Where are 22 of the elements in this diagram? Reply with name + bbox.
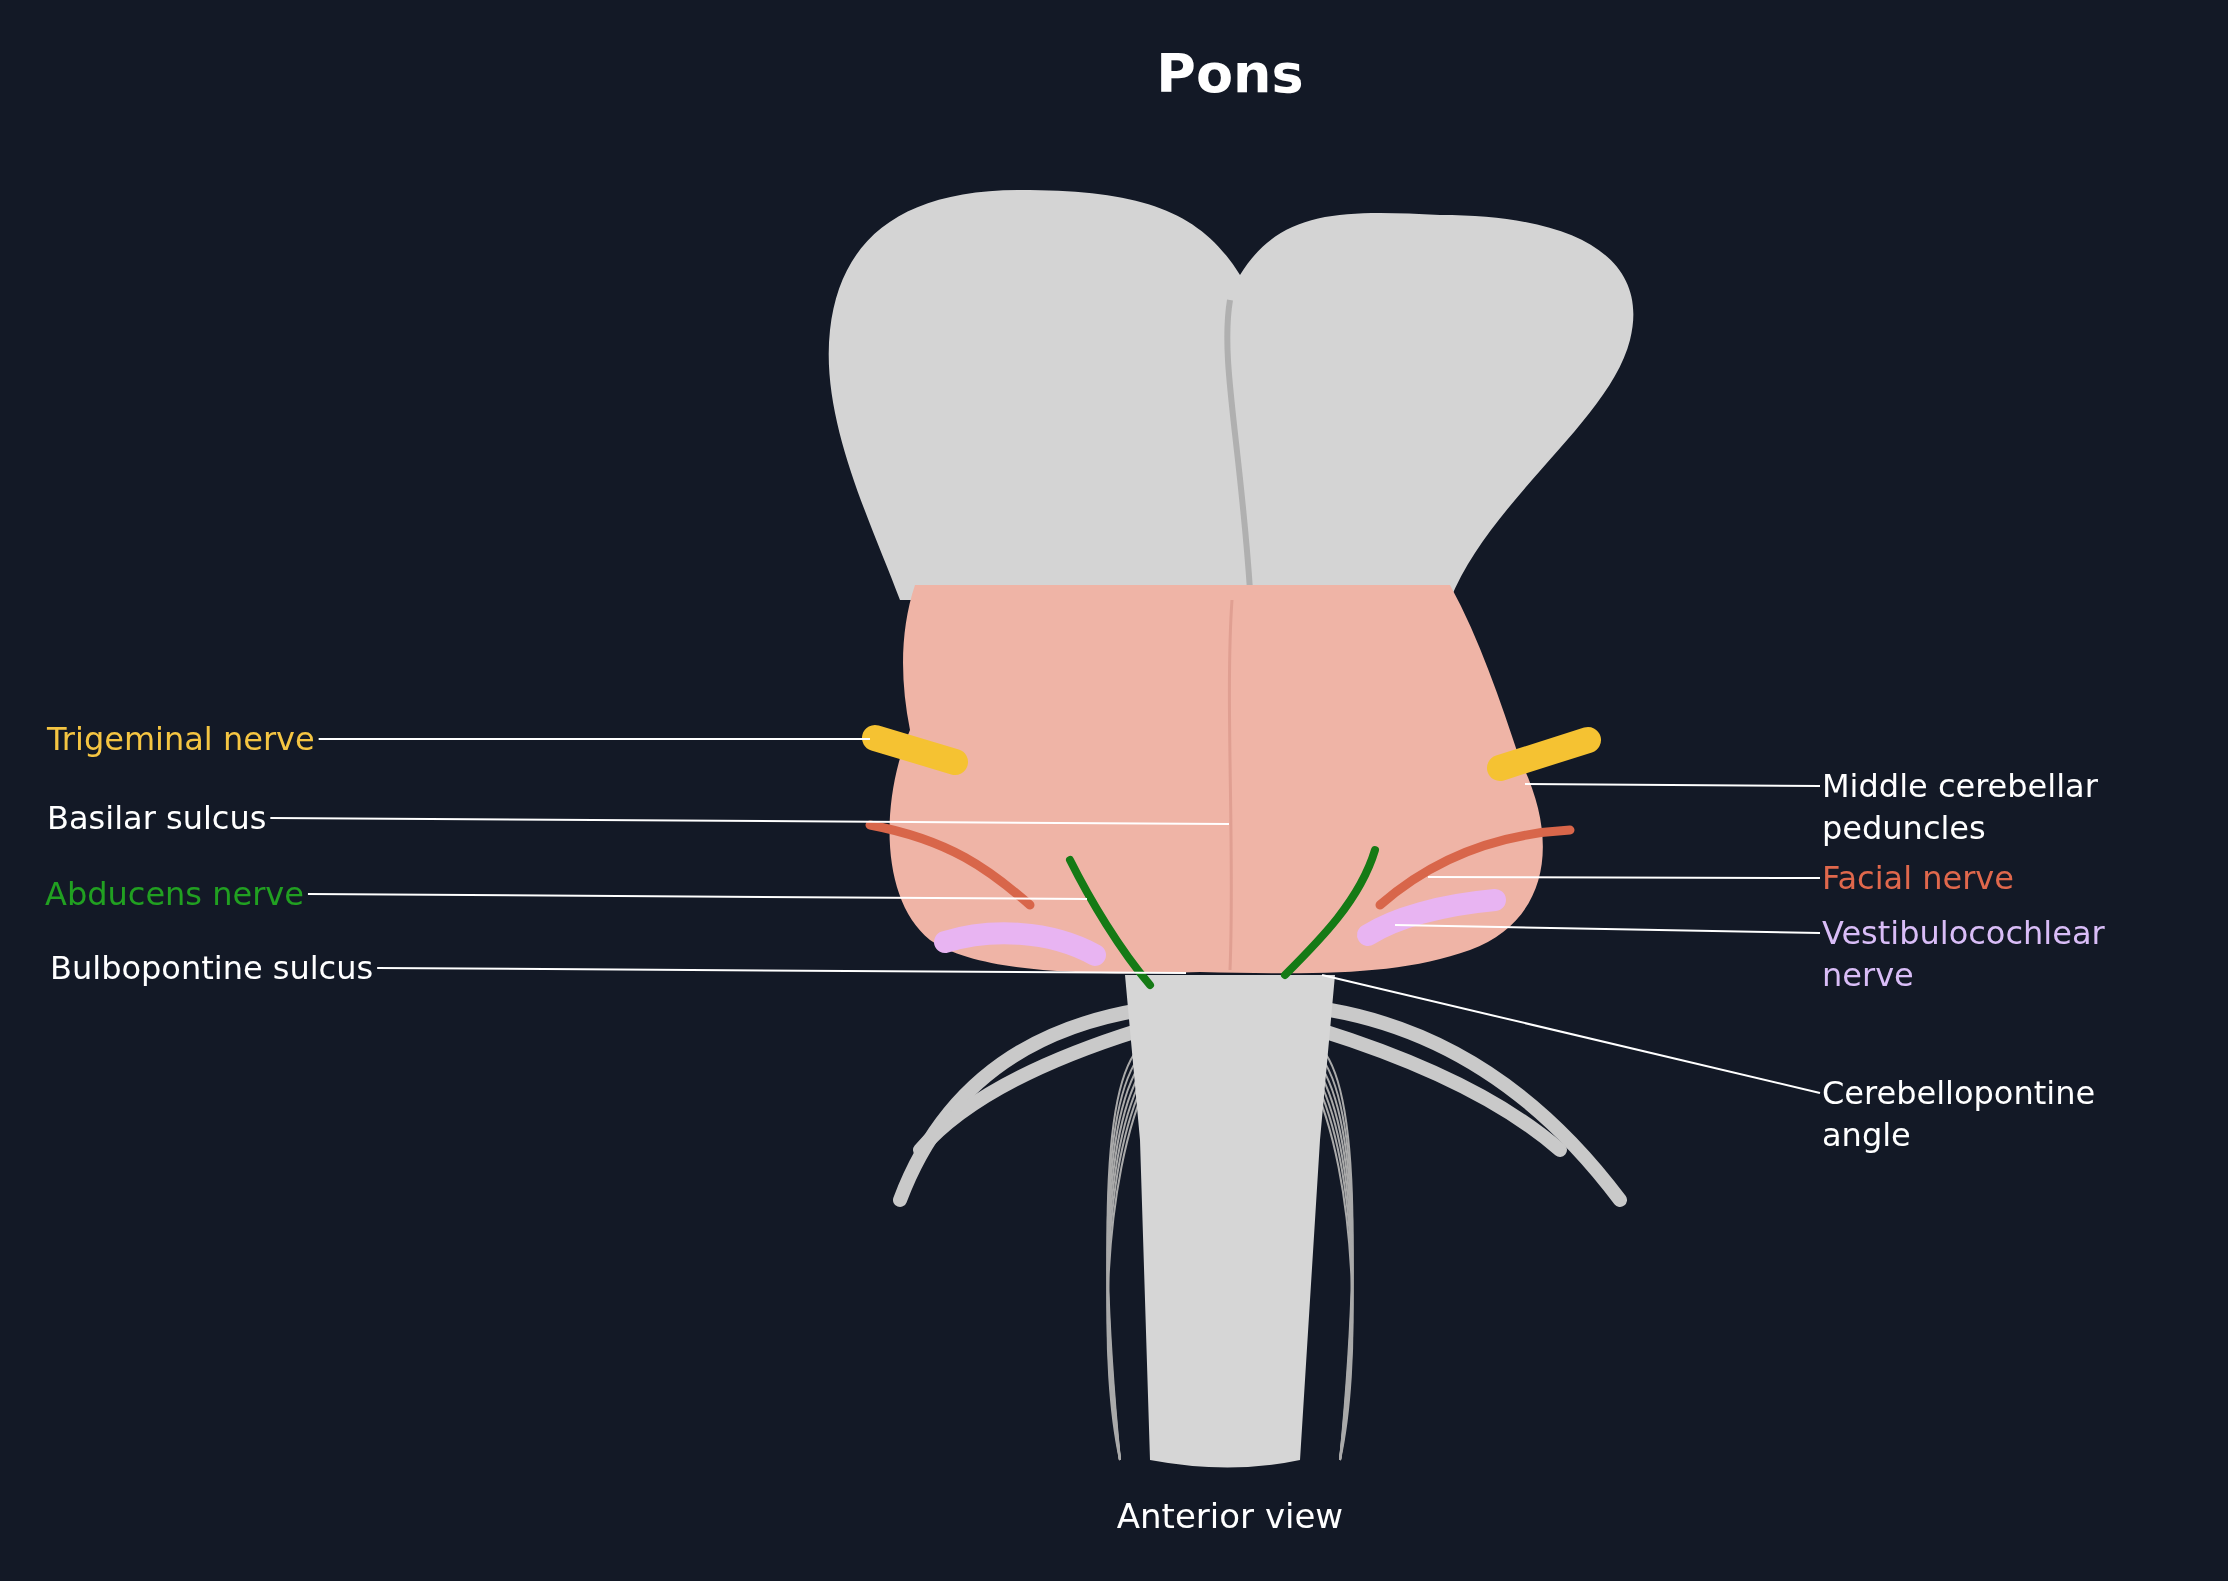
leader-line: [1427, 876, 1821, 879]
part-label: Vestibulocochlear nerve: [1822, 912, 2162, 996]
leader-line: [376, 967, 1187, 974]
part-label: Basilar sulcus: [47, 797, 267, 839]
part-label: Middle cerebellar peduncles: [1822, 765, 2162, 849]
nerve-root: [1357, 889, 1506, 946]
nerve-root: [862, 725, 968, 775]
leader-line: [1524, 783, 1821, 787]
leader-line: [1321, 974, 1821, 1094]
part-label: Cerebellopontine angle: [1822, 1072, 2162, 1156]
part-label: Facial nerve: [1822, 857, 2014, 899]
part-label: Abducens nerve: [45, 873, 304, 915]
diagram-title: Pons: [1155, 42, 1305, 105]
nerve-root: [1066, 856, 1154, 989]
nerve-root: [1375, 825, 1575, 910]
leader-line: [317, 738, 871, 740]
view-caption: Anterior view: [1115, 1496, 1345, 1536]
part-label: Bulbopontine sulcus: [50, 947, 374, 989]
leader-line: [269, 817, 1230, 825]
leader-line: [1394, 924, 1821, 934]
leader-line: [306, 893, 1088, 900]
part-label: Trigeminal nerve: [47, 718, 315, 760]
